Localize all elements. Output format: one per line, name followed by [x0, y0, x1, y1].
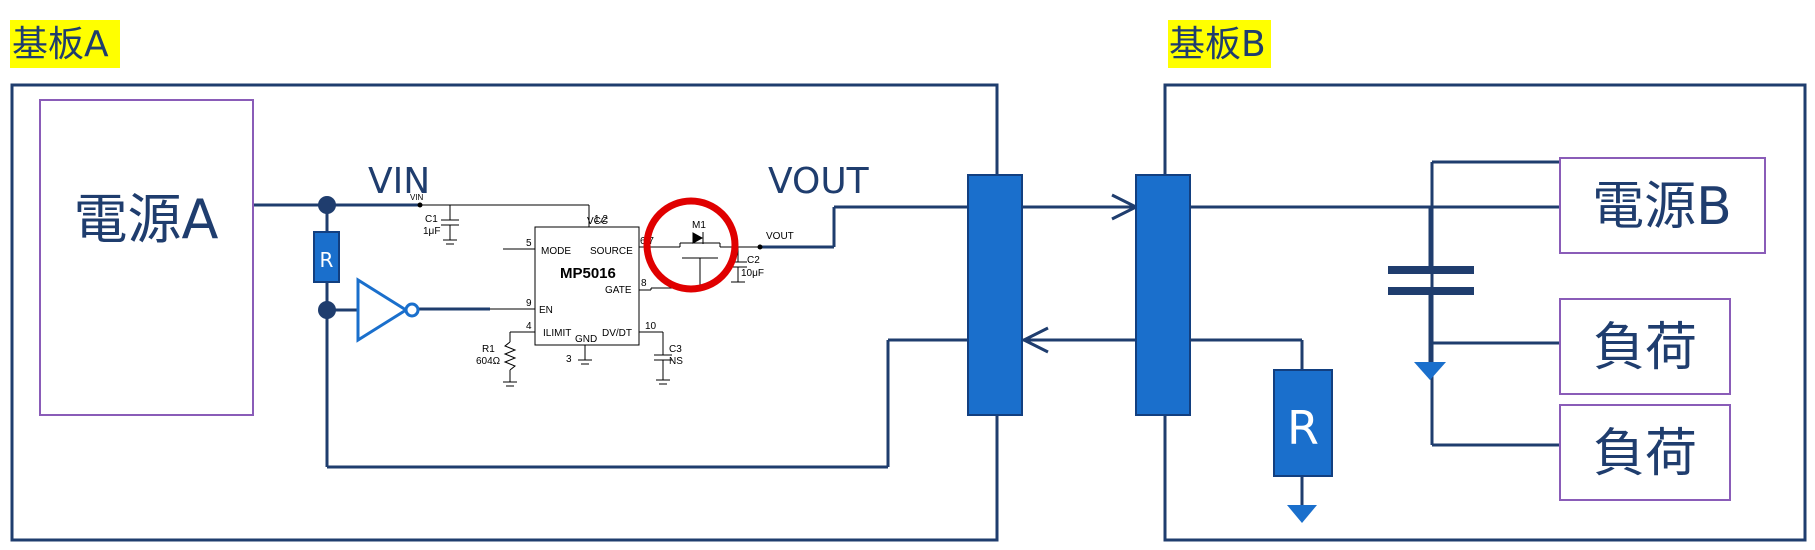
- svg-text:負荷: 負荷: [1593, 424, 1697, 484]
- ground-icon: [1287, 505, 1317, 523]
- svg-text:4: 4: [526, 321, 532, 332]
- svg-text:R1: R1: [482, 344, 495, 355]
- board-a-wires: [252, 203, 1136, 469]
- power-a-box: 電源A: [39, 99, 254, 416]
- inverter-gate: [356, 277, 420, 343]
- svg-text:8: 8: [641, 278, 647, 289]
- arrow-left-icon: [1020, 326, 1049, 354]
- resistor-r-board-a: R: [313, 231, 340, 283]
- svg-text:基板B: 基板B: [1169, 24, 1266, 65]
- svg-text:NS: NS: [669, 356, 683, 367]
- svg-text:GATE: GATE: [605, 285, 632, 296]
- svg-text:10: 10: [645, 321, 657, 332]
- svg-text:1,2: 1,2: [594, 214, 608, 225]
- ground-icon: [1414, 362, 1446, 380]
- svg-text:DV/DT: DV/DT: [602, 328, 632, 339]
- board-a-label: 基板A: [10, 20, 120, 68]
- capacitor-board-b: [1388, 207, 1474, 380]
- svg-text:GND: GND: [575, 334, 597, 345]
- svg-text:C1: C1: [425, 214, 438, 225]
- svg-text:VCC: VCC: [587, 216, 608, 227]
- svg-text:1μF: 1μF: [423, 226, 440, 237]
- svg-text:EN: EN: [539, 305, 553, 316]
- connector-board-a: [967, 174, 1023, 416]
- power-b-box: 電源B: [1559, 157, 1766, 254]
- vin-junction-node: [318, 196, 336, 214]
- vout-net-label: VOUT: [768, 161, 870, 202]
- svg-text:R: R: [1287, 401, 1319, 455]
- load-box-1: 負荷: [1559, 298, 1731, 395]
- mp5016-schematic: VCC 1,2 MODE 5 SOURCE 6,7 MP5016 GATE 8 …: [410, 193, 794, 387]
- svg-text:C2: C2: [747, 255, 760, 266]
- svg-text:9: 9: [526, 298, 532, 309]
- svg-text:VIN: VIN: [410, 193, 424, 202]
- svg-text:R: R: [320, 248, 334, 272]
- svg-text:基板A: 基板A: [12, 24, 109, 65]
- svg-text:VOUT: VOUT: [766, 231, 794, 242]
- mosfet-highlight-circle: [643, 197, 739, 293]
- board-b-label: 基板B: [1168, 20, 1271, 68]
- board-b-wires: [1190, 160, 1560, 505]
- connector-board-b: [1135, 174, 1191, 416]
- svg-text:5: 5: [526, 238, 532, 249]
- svg-text:M1: M1: [692, 220, 706, 231]
- svg-text:10μF: 10μF: [741, 268, 764, 279]
- resistor-r-board-b: R: [1273, 369, 1333, 523]
- svg-text:3: 3: [566, 354, 572, 365]
- svg-text:SOURCE: SOURCE: [590, 246, 633, 257]
- en-junction-node: [318, 301, 336, 319]
- svg-text:C3: C3: [669, 344, 682, 355]
- load-box-2: 負荷: [1559, 404, 1731, 501]
- svg-text:負荷: 負荷: [1593, 318, 1697, 378]
- svg-text:MODE: MODE: [541, 246, 571, 257]
- svg-text:MP5016: MP5016: [560, 265, 616, 282]
- svg-text:電源B: 電源B: [1592, 177, 1732, 237]
- svg-text:電源A: 電源A: [74, 188, 219, 251]
- svg-text:604Ω: 604Ω: [476, 356, 501, 367]
- vin-net-label: VIN: [368, 161, 430, 202]
- svg-text:ILIMIT: ILIMIT: [543, 328, 571, 339]
